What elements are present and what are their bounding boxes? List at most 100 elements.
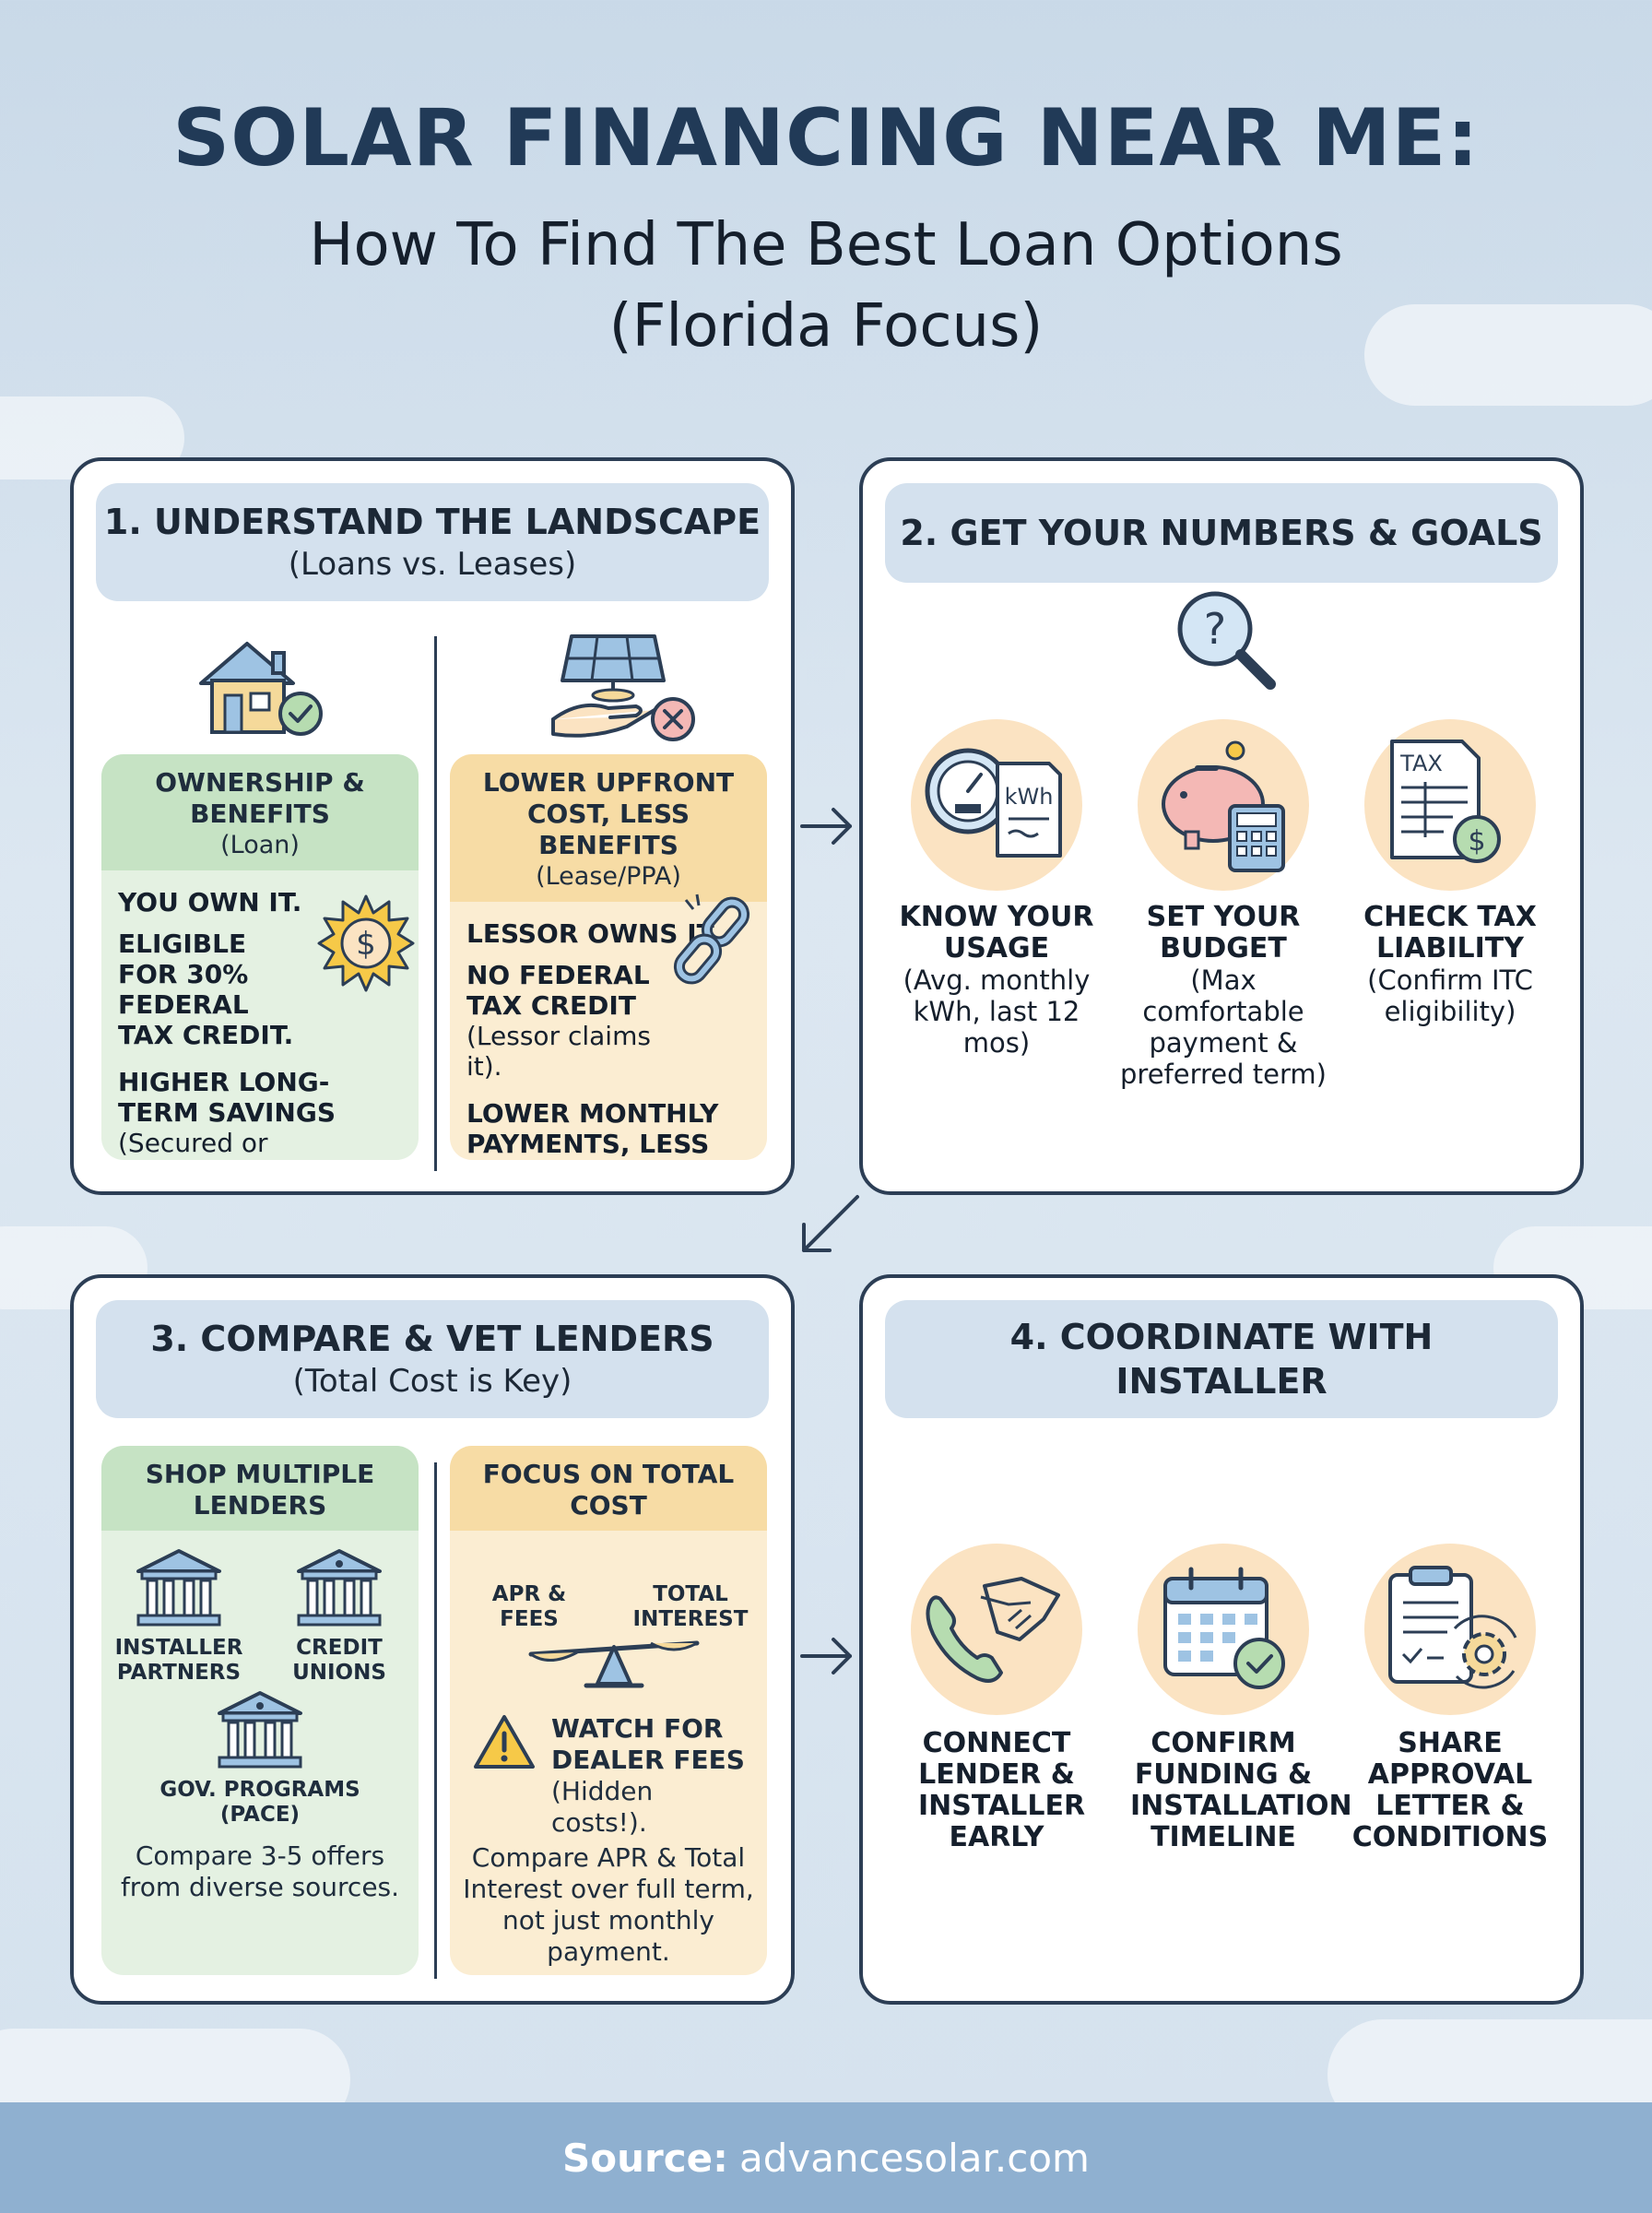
usage-caption: KNOW YOUR USAGE (Avg. monthly kWh, last …: [881, 902, 1112, 1059]
piggy-bank-icon: [1149, 740, 1305, 878]
loan-subtitle: (Loan): [220, 831, 300, 859]
calendar-check-icon: [1160, 1564, 1298, 1702]
bank1-label: INSTALLER PARTNERS: [114, 1636, 243, 1685]
warn-bold: WATCH FOR DEALER FEES: [551, 1713, 745, 1775]
arrow-down-left-icon: [793, 1189, 867, 1263]
focus-column-header: FOCUS ON TOTAL COST: [450, 1446, 767, 1531]
approval-icon-circle: [1364, 1544, 1536, 1715]
step-4-panel: 4. COORDINATE WITH INSTALLER: [859, 1274, 1584, 2005]
svg-text:$: $: [1468, 825, 1485, 858]
source-link[interactable]: advancesolar.com: [738, 2135, 1090, 2181]
focus-title: FOCUS ON TOTAL COST: [482, 1459, 735, 1521]
tax-document-icon: TAX $: [1388, 738, 1527, 876]
handshake-phone-icon: [920, 1568, 1077, 1697]
subtitle-line-2: (Florida Focus): [608, 292, 1044, 361]
lease-title: LOWER UPFRONT COST, LESS BENEFITS: [482, 767, 735, 860]
balance-scale-icon: [522, 1630, 706, 1695]
background-cloud: [1364, 304, 1652, 406]
shop-title: SHOP MULTIPLE LENDERS: [145, 1459, 375, 1521]
step-4-header: 4. COORDINATE WITH INSTALLER: [885, 1300, 1558, 1418]
kwh-label: kWh: [1005, 784, 1054, 810]
step-2-panel: 2. GET YOUR NUMBERS & GOALS ? kWh: [859, 457, 1584, 1195]
page-subtitle: How To Find The Best Loan Options (Flori…: [0, 205, 1652, 367]
loan-line-3-bold: HIGHER LONG-TERM SAVINGS: [118, 1067, 336, 1128]
lease-line-2-rest: (Lessor claims it).: [466, 1021, 651, 1082]
bank-icon: [295, 1547, 384, 1630]
timeline-caption: CONFIRM FUNDING & INSTALLATION TIMELINE: [1108, 1727, 1352, 1853]
step-1-subheading: (Loans vs. Leases): [288, 546, 577, 583]
meter-icon: kWh: [920, 736, 1077, 874]
step-3-header: 3. COMPARE & VET LENDERS (Total Cost is …: [96, 1300, 769, 1418]
step-3-subheading: (Total Cost is Key): [292, 1363, 572, 1400]
shop-note: Compare 3-5 offers from diverse sources.: [120, 1840, 400, 1902]
approval-caption: SHARE APPROVAL LETTER & CONDITIONS: [1335, 1728, 1565, 1853]
tax-title: CHECK TAX LIABILITY: [1363, 901, 1537, 964]
step-1-divider: [434, 636, 437, 1171]
total-interest-label: TOTAL INTEREST: [632, 1582, 749, 1631]
step-4-heading: 4. COORDINATE WITH INSTALLER: [1009, 1317, 1434, 1402]
step-2-heading: 2. GET YOUR NUMBERS & GOALS: [900, 513, 1543, 553]
usage-title: KNOW YOUR USAGE: [899, 901, 1094, 964]
connect-caption: CONNECT LENDER & INSTALLER EARLY: [881, 1728, 1112, 1853]
connect-icon-circle: [911, 1544, 1082, 1715]
bank-icon: [135, 1547, 223, 1630]
lease-line-3: LOWER MONTHLY PAYMENTS, LESS TOTAL SAVIN…: [466, 1098, 719, 1160]
shop-lenders-column: SHOP MULTIPLE LENDERS INSTALLER PARTNERS…: [101, 1446, 419, 1975]
apr-fees-label: APR & FEES: [491, 1582, 567, 1631]
lease-column: LOWER UPFRONT COST, LESS BENEFITS (Lease…: [450, 754, 767, 1160]
usage-detail: (Avg. monthly kWh, last 12 mos): [903, 964, 1091, 1059]
focus-note: Compare APR & Total Interest over full t…: [463, 1842, 754, 1967]
svg-text:?: ?: [1204, 604, 1226, 654]
tax-label: TAX: [1399, 751, 1443, 776]
lease-column-header: LOWER UPFRONT COST, LESS BENEFITS (Lease…: [450, 754, 767, 902]
loan-line-1: YOU OWN IT.: [118, 887, 302, 917]
loan-line-3: HIGHER LONG-TERM SAVINGS (Secured or Uns…: [101, 1067, 419, 1160]
broken-chain-icon: [669, 891, 761, 992]
timeline-title: CONFIRM FUNDING & INSTALLATION TIMELINE: [1130, 1727, 1352, 1853]
warning-icon: [472, 1713, 537, 1772]
magnifier-question-icon: ?: [1167, 585, 1287, 695]
step-2-header: 2. GET YOUR NUMBERS & GOALS: [885, 483, 1558, 583]
bank2-label: CREDIT UNIONS: [292, 1636, 386, 1685]
dealer-fees-warning: WATCH FOR DEALER FEES (Hidden costs!).: [551, 1713, 754, 1839]
sun-dollar-icon: $: [315, 893, 417, 994]
step-3-divider: [434, 1462, 437, 1979]
warn-rest: (Hidden costs!).: [551, 1776, 654, 1838]
lease-line-1: LESSOR OWNS IT.: [466, 918, 721, 949]
bank3-label: GOV. PROGRAMS (PACE): [159, 1778, 360, 1827]
source-label: Source:: [562, 2135, 728, 2181]
loan-column: OWNERSHIP & BENEFITS (Loan) YOU OWN IT. …: [101, 754, 419, 1160]
total-cost-column: FOCUS ON TOTAL COST APR & FEES TOTAL INT…: [450, 1446, 767, 1975]
budget-caption: SET YOUR BUDGET (Max comfortable payment…: [1108, 902, 1339, 1091]
title-block: SOLAR FINANCING NEAR ME: How To Find The…: [0, 92, 1652, 367]
arrow-right-icon: [798, 1630, 856, 1682]
bank-icon: [216, 1689, 304, 1772]
step-3-panel: 3. COMPARE & VET LENDERS (Total Cost is …: [70, 1274, 795, 2005]
loan-title: OWNERSHIP & BENEFITS: [155, 767, 365, 829]
step-3-heading: 3. COMPARE & VET LENDERS: [150, 1319, 714, 1359]
svg-text:$: $: [356, 926, 376, 963]
step-1-heading: 1. UNDERSTAND THE LANDSCAPE: [103, 502, 761, 542]
page-title: SOLAR FINANCING NEAR ME:: [172, 92, 1480, 184]
lease-subtitle: (Lease/PPA): [536, 862, 681, 891]
budget-icon-circle: [1138, 719, 1309, 891]
tax-icon-circle: TAX $: [1364, 719, 1536, 891]
timeline-icon-circle: [1138, 1544, 1309, 1715]
tax-detail: (Confirm ITC eligibility): [1367, 964, 1533, 1027]
subtitle-line-1: How To Find The Best Loan Options: [309, 211, 1343, 279]
lease-line-2: NO FEDERAL TAX CREDIT (Lessor claims it)…: [450, 960, 767, 1082]
loan-line-3-rest: (Secured or Unsecured).: [118, 1128, 274, 1160]
arrow-right-icon: [798, 800, 856, 852]
budget-detail: (Max comfortable payment & preferred ter…: [1120, 964, 1327, 1090]
connect-title: CONNECT LENDER & INSTALLER EARLY: [918, 1727, 1086, 1853]
solar-panel-hand-icon: [544, 627, 701, 747]
loan-column-header: OWNERSHIP & BENEFITS (Loan): [101, 754, 419, 870]
shop-column-header: SHOP MULTIPLE LENDERS: [101, 1446, 419, 1531]
loan-line-2: ELIGIBLE FOR 30% FEDERAL TAX CREDIT.: [118, 929, 294, 1050]
clipboard-gear-icon: [1383, 1562, 1530, 1700]
tax-caption: CHECK TAX LIABILITY (Confirm ITC eligibi…: [1335, 901, 1565, 1028]
step-1-panel: 1. UNDERSTAND THE LANDSCAPE (Loans vs. L…: [70, 457, 795, 1195]
house-check-icon: [192, 633, 330, 743]
approval-title: SHARE APPROVAL LETTER & CONDITIONS: [1351, 1727, 1549, 1853]
source-footer: Source: advancesolar.com: [0, 2102, 1652, 2213]
